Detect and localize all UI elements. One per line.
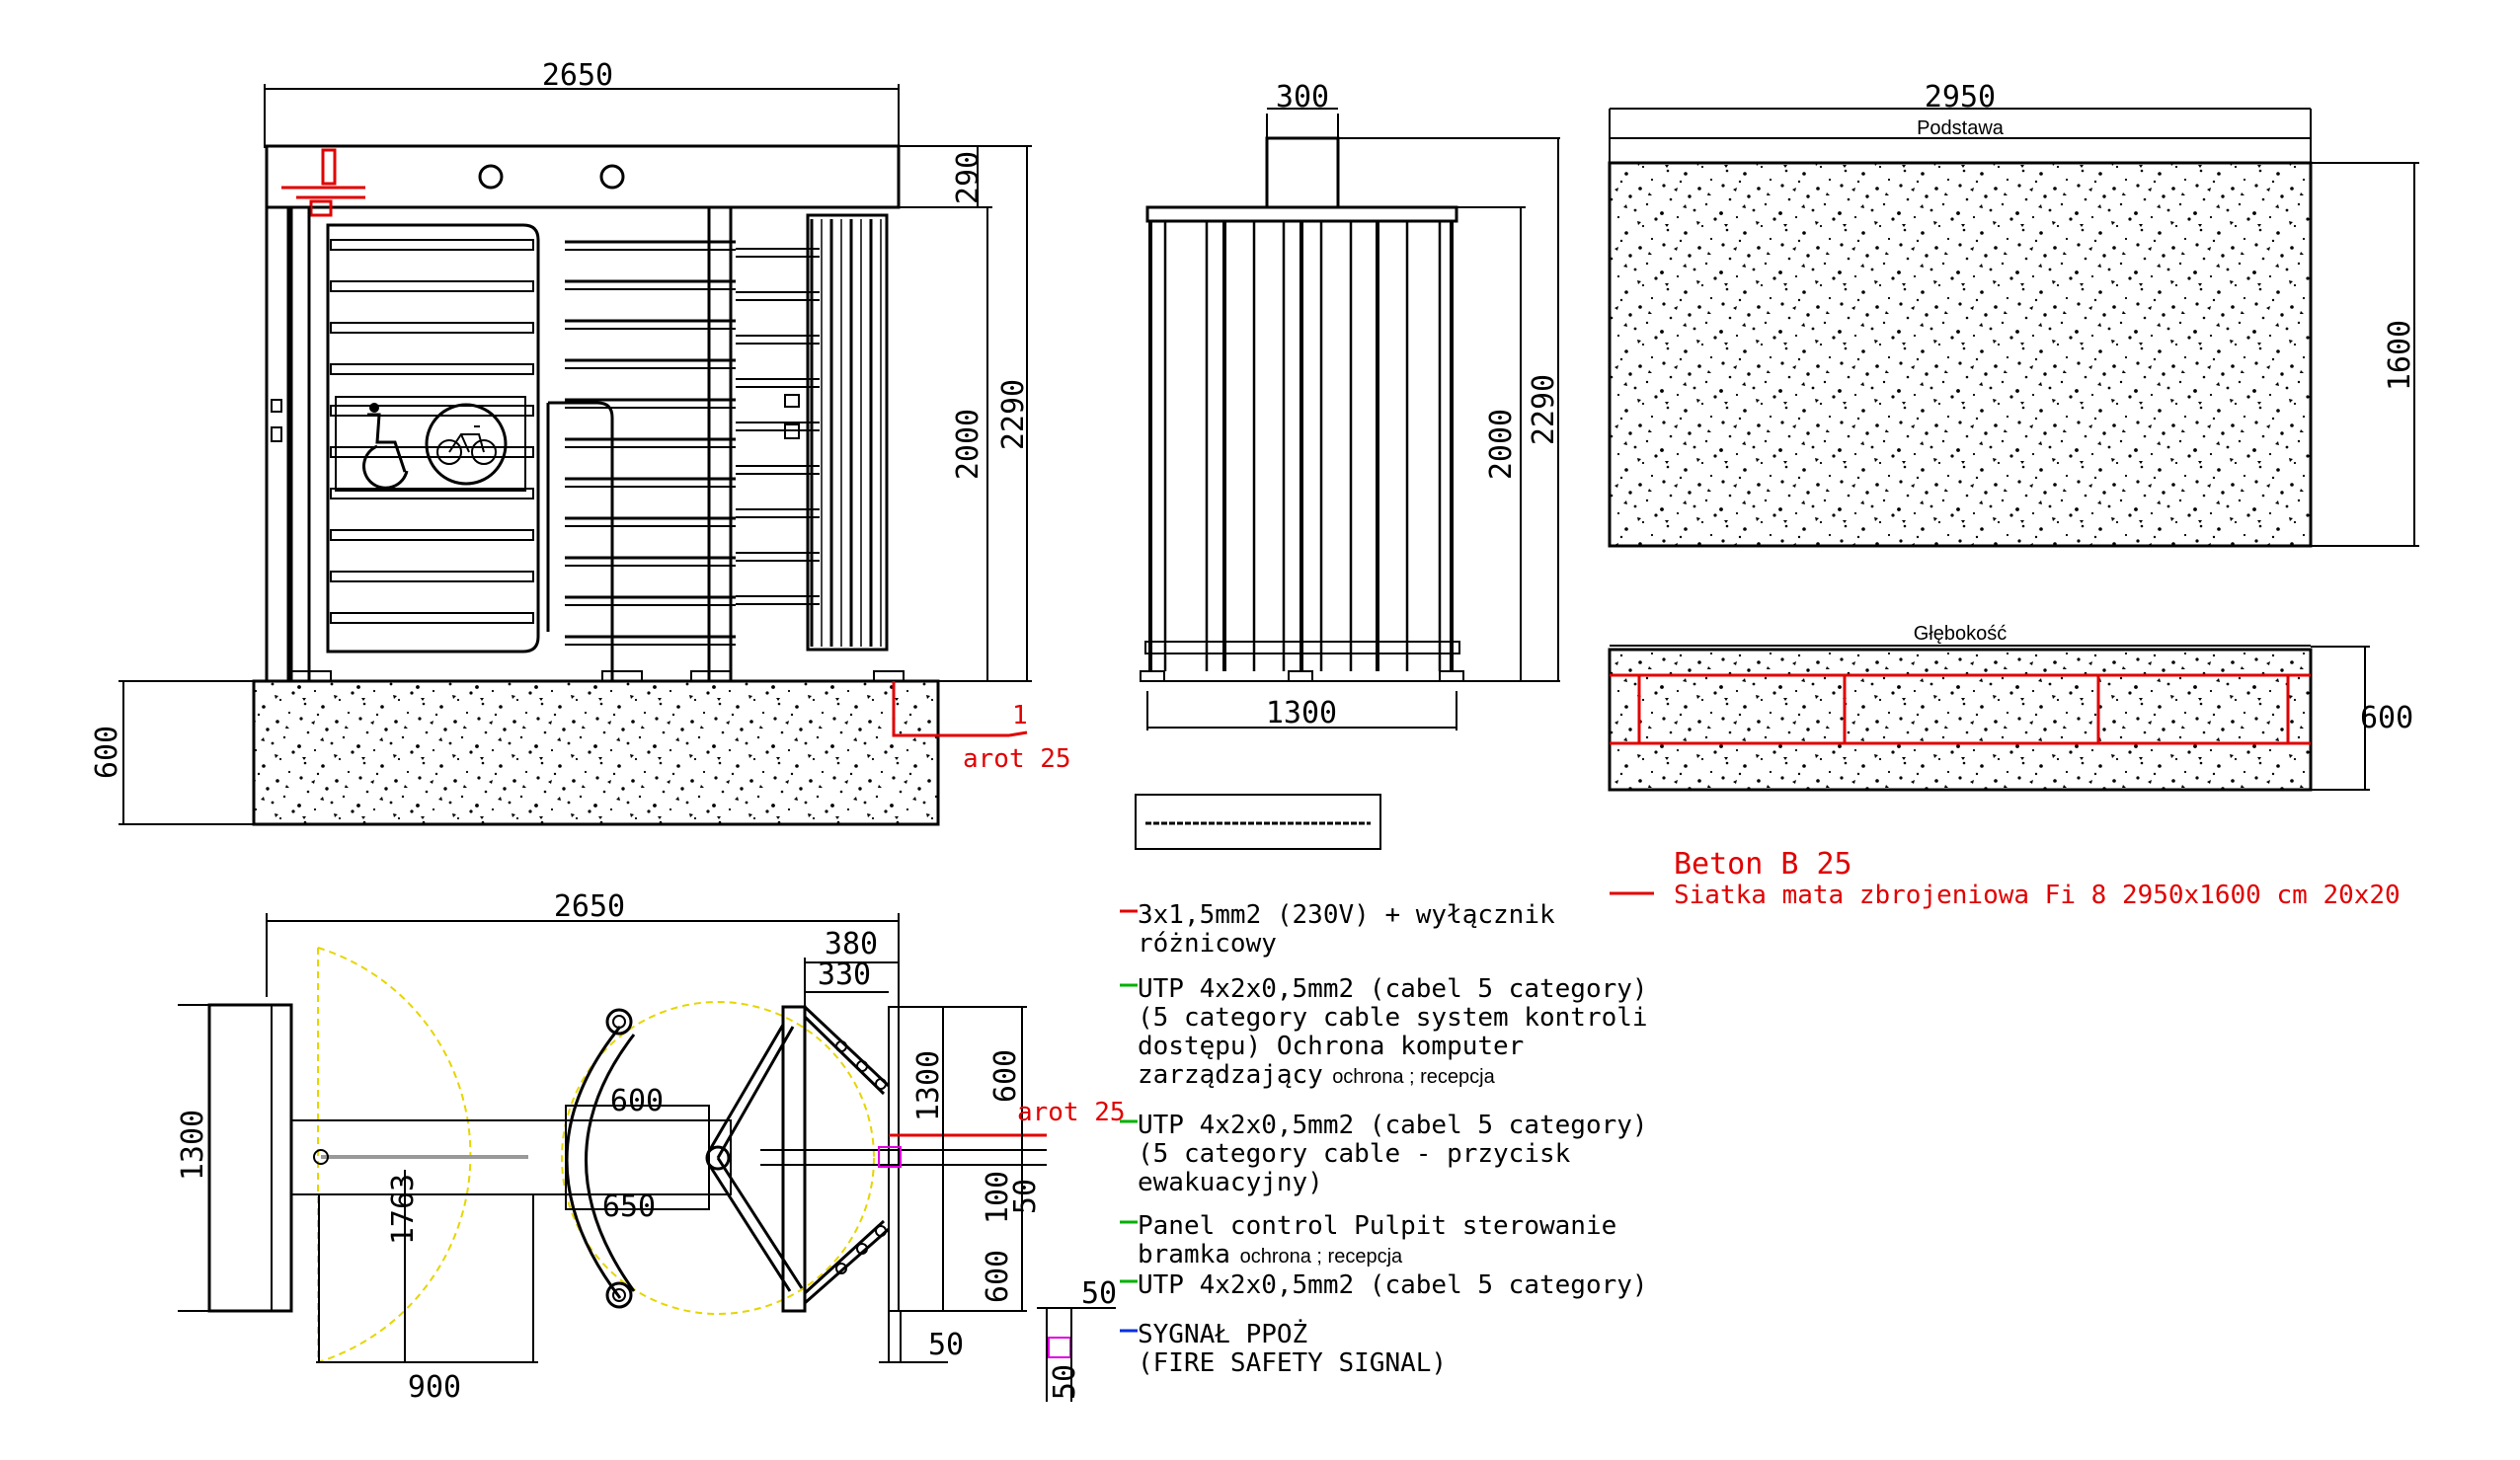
- concrete-title: Beton B 25: [1674, 847, 1852, 882]
- bicycle-icon: [425, 403, 508, 486]
- label-depth-height: 600: [2360, 701, 2413, 735]
- label-plan-d650: 650: [602, 1190, 656, 1224]
- legend-line: ewakuacyjny): [1138, 1168, 1323, 1197]
- label-plan-d50d: 50: [1048, 1364, 1082, 1400]
- legend-line: bramka: [1138, 1240, 1230, 1269]
- legend-line: UTP 4x2x0,5mm2 (cabel 5 category): [1138, 1111, 1648, 1140]
- depth-section: [1608, 645, 2370, 895]
- legend-line: SYGNAŁ PPOŻ: [1138, 1318, 1307, 1349]
- side-elevation: [1135, 108, 1560, 850]
- plan-view: [178, 913, 1116, 1402]
- label-plan-d380: 380: [825, 927, 878, 961]
- label-plan-d100: 100: [981, 1171, 1015, 1224]
- label-side-total: 2290: [1527, 374, 1561, 445]
- label-plan-width: 2650: [554, 889, 625, 924]
- legend-line: różnicowy: [1138, 929, 1277, 959]
- legend-line: UTP 4x2x0,5mm2 (cabel 5 category): [1138, 1270, 1648, 1300]
- label-front-inner: 2000: [951, 409, 985, 480]
- mesh-spec: Siatka mata zbrojeniowa Fi 8 2950x1600 c…: [1674, 881, 2401, 910]
- legend-line: (FIRE SAFETY SIGNAL): [1138, 1348, 1447, 1378]
- label-plan-d50a: 50: [1008, 1179, 1043, 1214]
- front-elevation: [118, 84, 1032, 826]
- label-plan-d600b: 600: [988, 1049, 1023, 1103]
- label-plan-d600c: 600: [981, 1250, 1015, 1303]
- label-plan-d1763: 1763: [386, 1174, 421, 1245]
- label-plan-d600a: 600: [610, 1084, 664, 1118]
- legend-line: UTP 4x2x0,5mm2 (cabel 5 category): [1138, 974, 1648, 1004]
- label-front-width: 2650: [542, 58, 613, 93]
- label-plan-d330: 330: [818, 958, 871, 992]
- label-front-arot: arot 25: [963, 744, 1071, 774]
- cable-legend: 3x1,5mm2 (230V) + wyłącznikróżnicowyUTP …: [1120, 900, 1648, 1378]
- label-base-width: 2950: [1925, 80, 1996, 115]
- legend-line: (5 category cable system kontroli: [1138, 1003, 1648, 1033]
- label-plan-arot: arot 25: [1017, 1098, 1126, 1127]
- label-front-total: 2290: [996, 379, 1031, 450]
- label-plan-d1300: 1300: [176, 1110, 210, 1181]
- base-plan: [1608, 108, 2419, 548]
- label-base-height: 1600: [2383, 320, 2417, 391]
- legend-line: zarządzający: [1138, 1060, 1323, 1090]
- legend-line: (5 category cable - przycisk: [1138, 1139, 1571, 1169]
- label-front-marker: 1: [1012, 701, 1028, 730]
- label-depth-title: Głębokość: [1914, 623, 2008, 645]
- label-plan-d900: 900: [408, 1370, 461, 1405]
- wheelchair-icon: [362, 413, 409, 490]
- label-front-top: 290: [951, 151, 985, 204]
- legend-line: 3x1,5mm2 (230V) + wyłącznik: [1138, 900, 1555, 930]
- legend-note: ochrona ; recepcja: [1240, 1246, 1403, 1268]
- label-plan-d50b: 50: [928, 1328, 964, 1362]
- label-base-title: Podstawa: [1917, 117, 2005, 139]
- legend-note: ochrona ; recepcja: [1332, 1066, 1495, 1088]
- label-plan-d1300r: 1300: [911, 1050, 946, 1121]
- label-front-foundation: 600: [90, 726, 124, 779]
- label-side-inner: 2000: [1484, 409, 1519, 480]
- legend-line: dostępu) Ochrona komputer: [1138, 1032, 1524, 1061]
- label-side-top: 300: [1276, 80, 1329, 115]
- label-plan-d50c: 50: [1081, 1276, 1117, 1311]
- legend-line: Panel control Pulpit sterowanie: [1138, 1211, 1616, 1241]
- label-side-width: 1300: [1266, 696, 1337, 730]
